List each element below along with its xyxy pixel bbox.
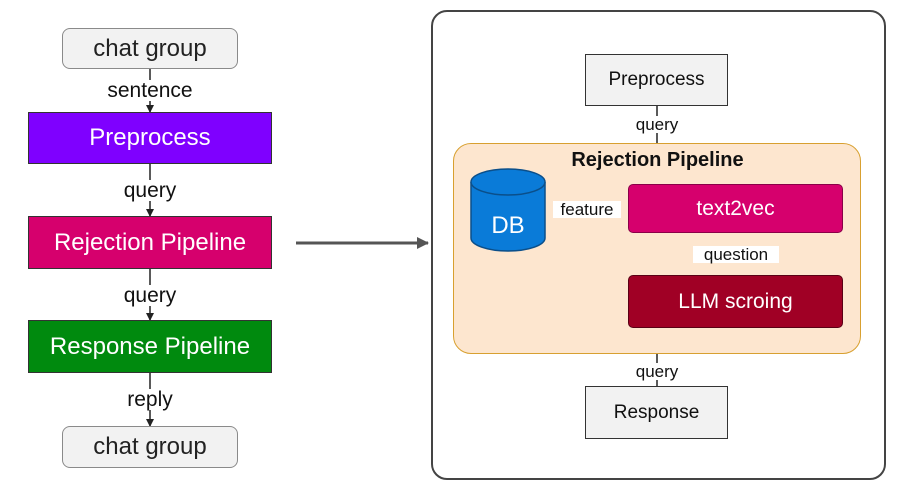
- panel-edge-label-query-top: query: [622, 116, 692, 133]
- database-label: DB: [491, 212, 525, 239]
- node-rejection-pipeline: Rejection Pipeline: [28, 216, 272, 269]
- panel-edge-label-query-bottom: query: [622, 363, 692, 380]
- node-text2vec: text2vec: [628, 184, 843, 233]
- group-title: Rejection Pipeline: [571, 149, 744, 171]
- node-llm-scoring: LLM scroing: [628, 275, 843, 328]
- node-chat-group-start: chat group: [62, 28, 238, 69]
- node-chat-group-end: chat group: [62, 426, 238, 468]
- edge-label-query-1: query: [110, 180, 190, 201]
- edge-label-reply: reply: [115, 389, 185, 410]
- edge-label-query-2: query: [110, 285, 190, 306]
- panel-node-response: Response: [585, 386, 728, 439]
- edge-label-sentence: sentence: [95, 80, 205, 101]
- panel-edge-label-feature: feature: [553, 201, 621, 218]
- node-preprocess: Preprocess: [28, 112, 272, 164]
- node-response-pipeline: Response Pipeline: [28, 320, 272, 373]
- panel-edge-label-question: question: [693, 246, 779, 263]
- detail-panel: [431, 10, 886, 480]
- database-icon: DB: [470, 168, 546, 252]
- panel-node-preprocess: Preprocess: [585, 54, 728, 106]
